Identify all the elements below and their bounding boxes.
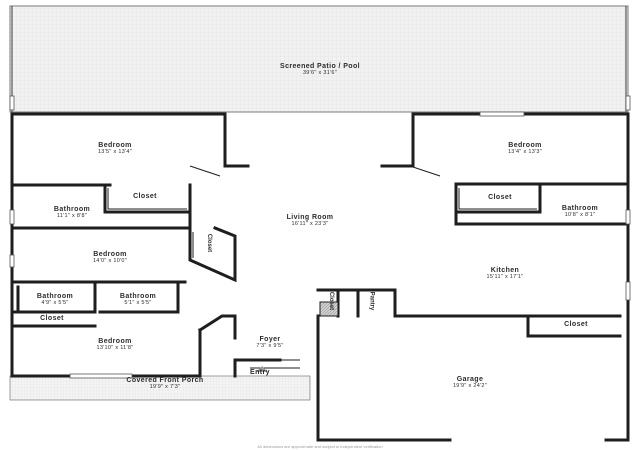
- label-closet-w: Closet: [133, 193, 157, 200]
- disclaimer-text: All dimensions are approximate and subje…: [257, 444, 383, 449]
- label-closet-sw: Closet: [40, 315, 64, 322]
- label-pantry: Pantry: [368, 291, 375, 311]
- label-closet-e: Closet: [488, 194, 512, 201]
- label-closet-living: Closet: [206, 233, 213, 253]
- entry-arrow-icon: [256, 366, 268, 372]
- inner-details: [107, 165, 537, 369]
- windows: [9, 95, 631, 379]
- label-closet-garage: Closet: [328, 291, 335, 311]
- label-closet-kitchen: Closet: [564, 321, 588, 328]
- label-entry: Entry: [250, 369, 270, 376]
- patio-area: [9, 5, 629, 113]
